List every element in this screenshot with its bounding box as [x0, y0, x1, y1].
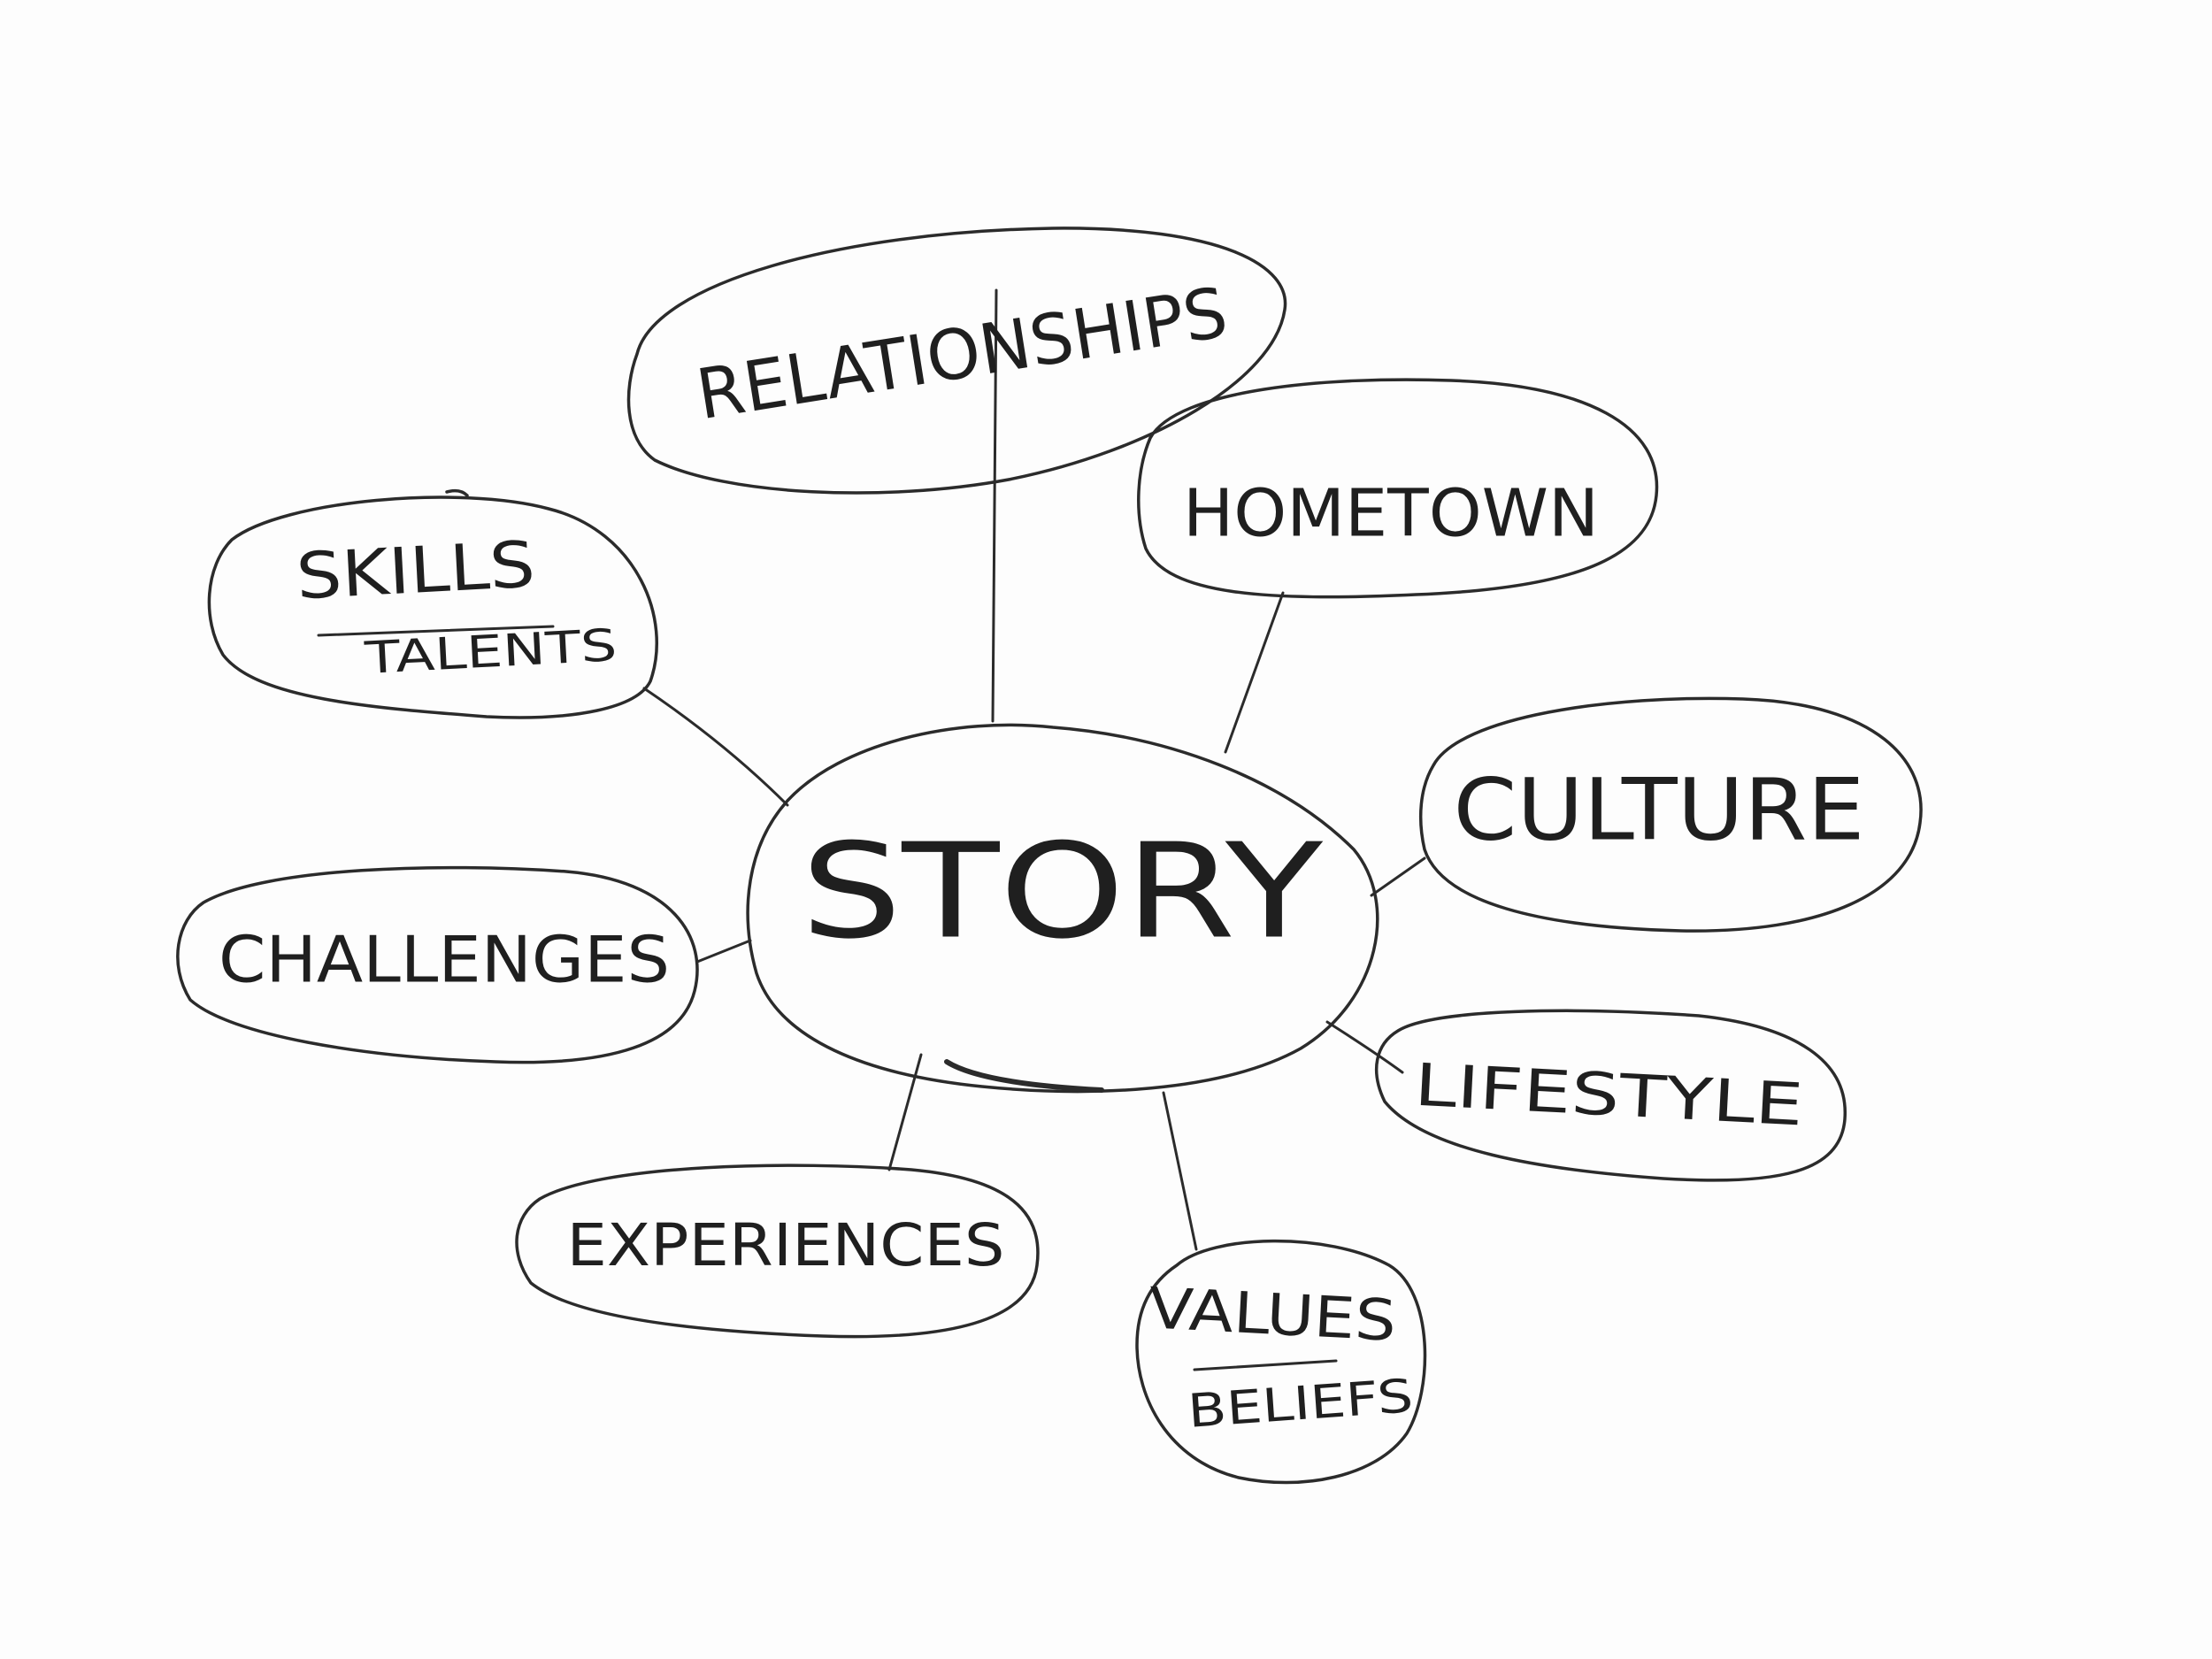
skills-bubble-tick [445, 488, 469, 497]
skills-label: SKILLS [295, 527, 537, 614]
skills-bubble [207, 495, 658, 719]
relationships-label: RELATIONSHIPS [691, 273, 1233, 436]
node-challenges: CHALLENGES [176, 865, 699, 1064]
connector-experiences [887, 1053, 923, 1171]
connector-skills [642, 687, 789, 807]
hometown-label: HOMETOWN [1183, 476, 1599, 552]
node-hometown: HOMETOWN [1137, 378, 1659, 599]
node-experiences: EXPERIENCES [515, 1164, 1040, 1339]
node-values: VALUES BELIEFS [1135, 1239, 1427, 1485]
node-lifestyle: LIFESTYLE [1374, 1009, 1847, 1182]
node-relationships: RELATIONSHIPS [626, 227, 1287, 495]
experiences-bubble [515, 1164, 1040, 1339]
connector-challenges [695, 939, 752, 964]
culture-bubble [1418, 696, 1923, 933]
hometown-bubble [1137, 378, 1659, 599]
talents-label: TALENTS [363, 619, 618, 684]
values-bubble [1135, 1239, 1427, 1485]
skills-divider [317, 625, 555, 637]
center-node: STORY [746, 723, 1379, 1094]
connector-hometown [1224, 591, 1285, 754]
lifestyle-label: LIFESTYLE [1413, 1051, 1805, 1140]
connector-lifestyle [1325, 1020, 1404, 1074]
challenges-label: CHALLENGES [219, 923, 670, 997]
culture-label: CULTURE [1454, 760, 1865, 859]
relationships-bubble [626, 227, 1287, 495]
connector-relationships [991, 288, 998, 723]
node-skills: SKILLS TALENTS [207, 488, 658, 719]
challenges-bubble [176, 865, 699, 1064]
center-bubble [746, 723, 1379, 1094]
lifestyle-bubble [1374, 1009, 1847, 1182]
connector-culture [1370, 856, 1426, 897]
connectors [642, 288, 1426, 1251]
center-label: STORY [801, 816, 1324, 968]
values-label: VALUES [1147, 1276, 1397, 1355]
node-culture: CULTURE [1418, 696, 1923, 933]
values-divider [1193, 1359, 1338, 1371]
experiences-label: EXPERIENCES [567, 1211, 1005, 1279]
connector-values [1162, 1091, 1198, 1251]
center-bubble-scribble [944, 1059, 1104, 1093]
beliefs-label: BELIEFS [1187, 1370, 1416, 1439]
